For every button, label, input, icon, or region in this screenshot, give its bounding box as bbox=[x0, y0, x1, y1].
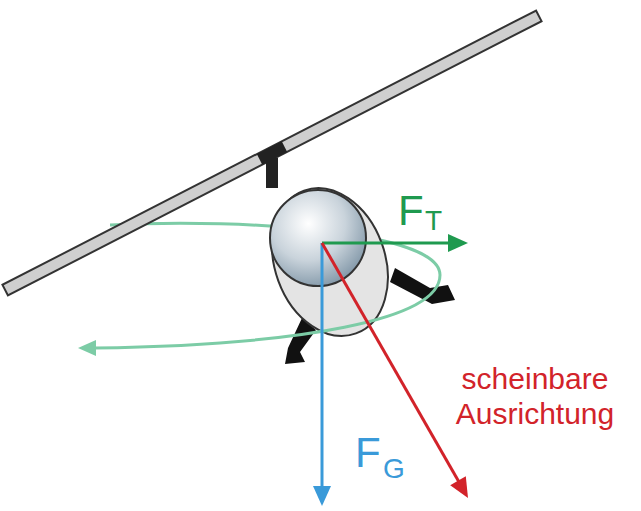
cockpit-bubble bbox=[270, 190, 366, 286]
rotor-blade bbox=[2, 11, 541, 296]
force-symbol: F bbox=[398, 190, 424, 232]
helicopter-body bbox=[252, 172, 407, 352]
skid bbox=[390, 268, 455, 304]
force-subscript: T bbox=[425, 207, 442, 235]
force-arrowhead bbox=[448, 234, 468, 252]
resultant-arrowhead bbox=[450, 476, 468, 498]
orbit-path bbox=[95, 275, 440, 348]
rotor-shaft bbox=[266, 158, 278, 188]
resultant-arrow bbox=[322, 243, 459, 482]
orbit-arrowhead bbox=[78, 340, 96, 356]
force-subscript: G bbox=[383, 455, 405, 483]
annotation-text: scheinbare Ausrichtung bbox=[435, 362, 635, 431]
force-arrow bbox=[322, 242, 452, 245]
force-symbol: F bbox=[355, 432, 381, 474]
force-arrowhead bbox=[313, 486, 331, 506]
force-arrow bbox=[321, 243, 324, 490]
